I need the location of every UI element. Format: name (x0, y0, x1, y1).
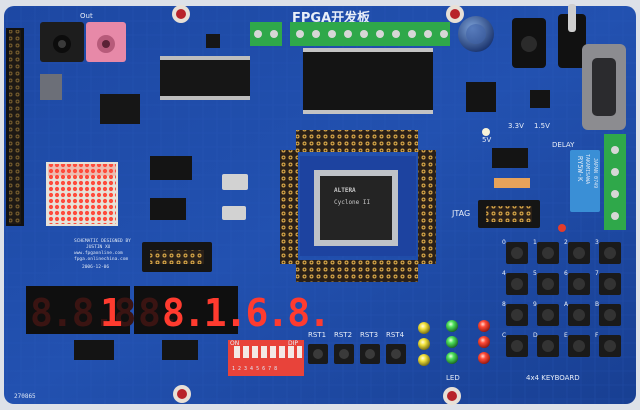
svg-text:fpga.onlinechina.com: fpga.onlinechina.com (74, 256, 128, 262)
resistor-orange (494, 178, 530, 188)
ic-dip-center (303, 52, 433, 110)
svg-text:JAPAN 0749: JAPAN 0749 (592, 158, 598, 188)
svg-text:JUSTIN XU: JUSTIN XU (86, 244, 111, 250)
keypad-key-0[interactable]: 0 (502, 239, 528, 264)
svg-text:8.: 8. (138, 291, 180, 335)
led-label: LED (446, 374, 460, 382)
power-toggle[interactable] (558, 14, 586, 68)
keypad-key-3[interactable]: 3 (595, 239, 621, 264)
svg-text:1.5V: 1.5V (534, 122, 550, 130)
keypad-key-label: 3 (595, 239, 599, 246)
keypad-key-d[interactable]: D (533, 332, 559, 357)
designer-silkscreen: SCHEMATIC DESIGNED BY JUSTIN XU www.fpga… (74, 238, 131, 270)
fpga-pin-header-right (418, 150, 436, 264)
electrolytic-capacitor (458, 16, 494, 52)
ic-mid-1 (150, 156, 192, 180)
reset-buttons[interactable]: RST1 RST2 RST3 RST4 (308, 331, 406, 364)
led-dot-matrix (46, 162, 118, 226)
svg-text:SCHEMATIC DESIGNED BY: SCHEMATIC DESIGNED BY (74, 238, 131, 244)
fpga-pin-header-left (280, 150, 298, 264)
regulator-2 (530, 90, 550, 108)
keypad-key-f[interactable]: F (595, 332, 621, 357)
status-leds: LED (418, 320, 490, 382)
keypad-key-label: F (595, 332, 599, 339)
ic-bottom-2 (162, 340, 198, 360)
fpga-chip: ALTERA Cyclone II (314, 170, 398, 246)
keypad-key-label: 9 (533, 301, 537, 308)
ic-top-left-2 (40, 74, 62, 100)
svg-text:2006-12-06: 2006-12-06 (82, 264, 109, 270)
keypad-key-6[interactable]: 6 (564, 270, 590, 295)
svg-text:Cyclone II: Cyclone II (334, 199, 371, 206)
serial-number: 270865 (14, 393, 36, 400)
keypad-key-2[interactable]: 2 (564, 239, 590, 264)
keypad-key-label: 4 (502, 270, 506, 277)
relay: TAKAMISAWA RY5W-K JAPAN 0749 (570, 134, 626, 230)
ic-mid-2 (150, 198, 186, 220)
audio-jacks: Out (40, 12, 126, 62)
keyboard-label: 4x4 KEYBOARD (526, 374, 580, 382)
svg-text:RY5W-K: RY5W-K (576, 156, 584, 182)
keypad-key-c[interactable]: C (502, 332, 528, 357)
rst4-label: RST4 (386, 331, 405, 339)
keypad-key-a[interactable]: A (564, 301, 590, 326)
delay-label: DELAY (552, 141, 575, 149)
keypad-key-label: 8 (502, 301, 506, 308)
svg-text:www.fpgaonline.com: www.fpgaonline.com (74, 250, 123, 256)
keypad-key-5[interactable]: 5 (533, 270, 559, 295)
keypad-key-label: 0 (502, 239, 506, 246)
crystal-2 (222, 206, 246, 220)
ic-top-left-4 (206, 34, 220, 48)
svg-text:TAKAMISAWA: TAKAMISAWA (584, 154, 590, 184)
svg-text:ALTERA: ALTERA (334, 187, 356, 194)
rst1-label: RST1 (308, 331, 326, 339)
mounting-holes (172, 5, 464, 405)
dip-switch[interactable]: ON DIP 1 2 3 4 5 6 7 8 (228, 340, 304, 376)
keypad-key-label: D (533, 332, 538, 339)
ic-relay-driver (492, 148, 528, 168)
ic-bottom-1 (74, 340, 114, 360)
ic-top-left-1 (100, 94, 140, 124)
svg-text:1 2 3 4 5 6 7 8: 1 2 3 4 5 6 7 8 (232, 366, 277, 372)
regulator-1 (466, 82, 496, 112)
svg-text:DIP: DIP (288, 340, 298, 347)
keypad-key-e[interactable]: E (564, 332, 590, 357)
keypad-key-8[interactable]: 8 (502, 301, 528, 326)
crystal-1 (222, 174, 248, 190)
svg-text:3.3V: 3.3V (508, 122, 524, 130)
svg-text:ON: ON (230, 340, 239, 347)
fpga-pin-header-top (296, 130, 418, 152)
jtag-label: JTAG (451, 209, 470, 218)
keypad-key-label: E (564, 332, 568, 339)
ic-top-left-3 (160, 60, 250, 96)
serial-port (582, 44, 626, 130)
fpga-pin-header-bottom (296, 260, 418, 282)
keypad-4x4: 0 1 2 3 4 5 6 7 8 9 A B C D E F (502, 239, 621, 357)
keypad-key-label: 2 (564, 239, 568, 246)
keypad-key-label: B (595, 301, 599, 308)
keypad-key-label: 7 (595, 270, 599, 277)
seven-segment-display-right: 8. 8.1.6.8. (134, 286, 331, 335)
keypad-key-b[interactable]: B (595, 301, 621, 326)
port-out-label: Out (80, 12, 93, 20)
svg-text:1: 1 (100, 291, 123, 335)
keypad-key-1[interactable]: 1 (533, 239, 559, 264)
rst3-label: RST3 (360, 331, 378, 339)
keypad-key-label: A (564, 301, 569, 308)
power-led (482, 128, 490, 136)
keypad-key-label: 1 (533, 239, 537, 246)
terminal-blocks (250, 22, 450, 46)
svg-text:8.1.6.8.: 8.1.6.8. (162, 291, 329, 335)
rst2-label: RST2 (334, 331, 352, 339)
keypad-key-9[interactable]: 9 (533, 301, 559, 326)
keypad-key-7[interactable]: 7 (595, 270, 621, 295)
keypad-key-4[interactable]: 4 (502, 270, 528, 295)
keypad-key-label: 6 (564, 270, 568, 277)
keypad-key-label: 5 (533, 270, 537, 277)
keypad-key-label: C (502, 332, 506, 339)
svg-text:5V: 5V (482, 136, 491, 144)
